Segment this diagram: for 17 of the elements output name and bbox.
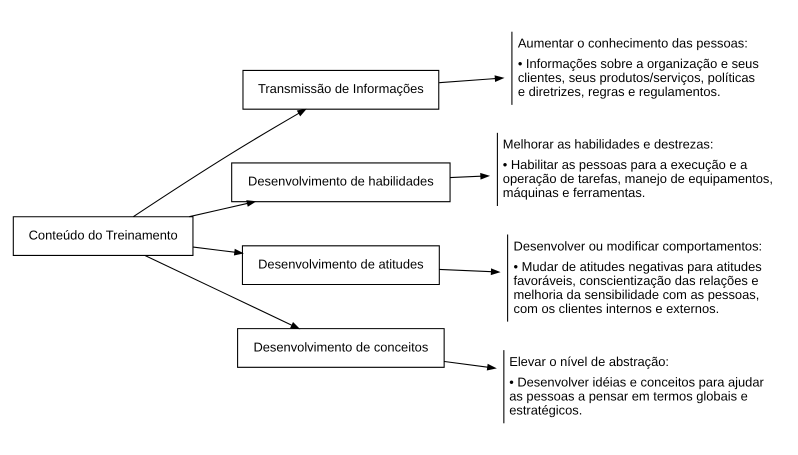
arrow: [438, 75, 504, 84]
arrow: [444, 360, 496, 370]
arrow: [132, 108, 306, 218]
arrow: [192, 246, 244, 256]
node-box: Transmissão de Informações: [242, 70, 439, 110]
node-box: Desenvolvimento de habilidades: [230, 162, 450, 202]
arrow: [450, 172, 490, 180]
arrow: [438, 268, 500, 276]
arrow: [144, 255, 300, 330]
node-text: Melhorar as habilidades e destrezas: • Habilitar as pessoas para a execução e a operação de tarefas, manejo de equipamentos, máquinas e ferramentas.: [502, 136, 772, 200]
node-box: Desenvolvimento de conceitos: [236, 328, 444, 368]
arrow: [188, 200, 256, 218]
node-text: Aumentar o conhecimento das pessoas: • Informações sobre a organização e seus clientes, seus produtos/serviços, políticas e diretrizes, regras e regulamentos.: [517, 35, 758, 99]
node-text: Desenvolver ou modificar comportamentos: • Mudar de atitudes negativas para atitudes favoráveis, conscientização das relações e melhoria da sensibilidade com as pessoas, com os clientes internos e externos.: [513, 238, 762, 316]
node-text: Elevar o nível de abstração: • Desenvolver idéias e conceitos para ajudar as pessoas a pensar em termos globais e estratégicos.: [508, 354, 764, 418]
node-box: Conteúdo do Treinamento: [12, 216, 193, 256]
node-box: Desenvolvimento de atitudes: [241, 245, 440, 286]
